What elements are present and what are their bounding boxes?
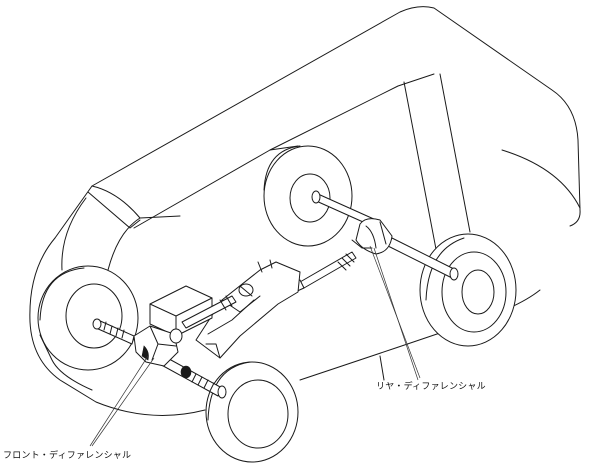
leader-lines [89,245,421,447]
transmission [195,259,301,359]
front-right-wheel [205,361,299,463]
rear-axle [311,190,459,281]
front-left-wheel [37,265,139,371]
vehicle-body [29,6,581,416]
front-differential-label: フロント・ディファレンシャル [3,451,132,461]
rear-left-wheel [263,145,353,247]
rear-differential [351,218,393,255]
front-differential [133,325,183,367]
front-left-drive-shaft [92,318,135,345]
rear-right-wheel [419,233,517,347]
rear-differential-label: リヤ・ディファレンシャル [376,382,486,392]
front-propeller-shaft [181,283,254,329]
